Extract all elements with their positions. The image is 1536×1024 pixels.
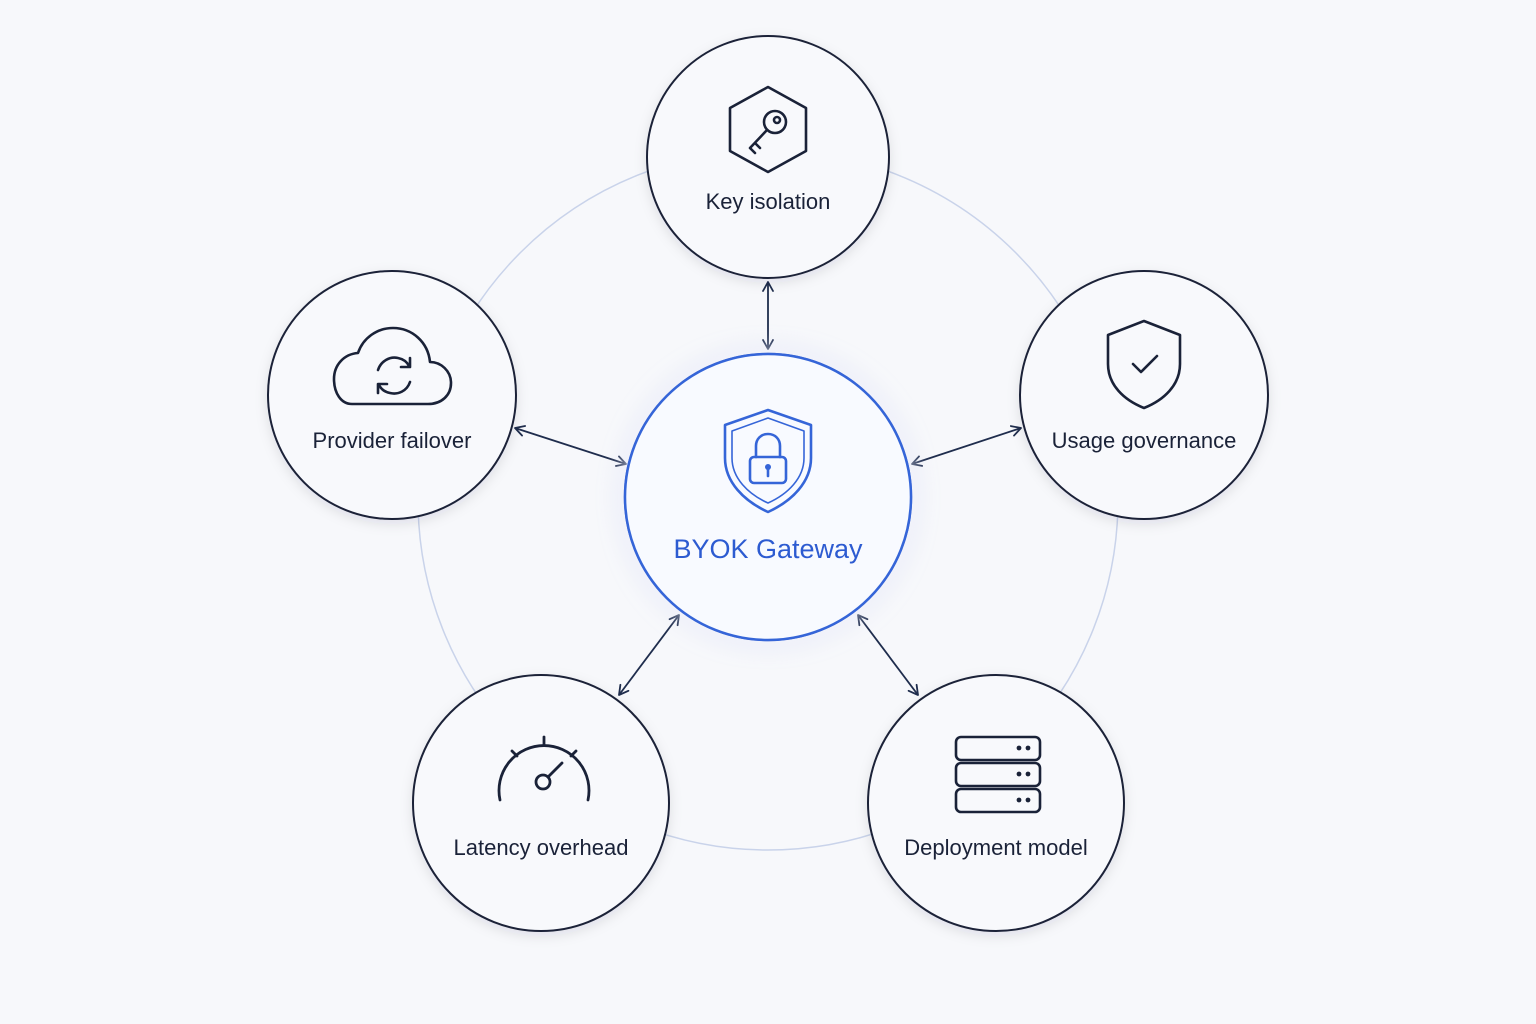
- node-provider-failover-circle: [267, 270, 517, 520]
- node-deployment-model-label: Deployment model: [904, 835, 1087, 860]
- shield-check-icon: [1106, 319, 1182, 410]
- node-latency-overhead-label: Latency overhead: [454, 835, 629, 860]
- connector-latency-overhead: [618, 614, 680, 696]
- node-key-isolation[interactable]: Key isolation: [646, 35, 890, 279]
- node-usage-governance-circle: [1019, 270, 1269, 520]
- node-latency-overhead[interactable]: Latency overhead: [412, 674, 670, 932]
- node-key-isolation-circle: [646, 35, 890, 279]
- shield-lock-icon: [723, 408, 813, 514]
- node-provider-failover[interactable]: Provider failover: [267, 270, 517, 520]
- center-node-label: BYOK Gateway: [673, 534, 863, 564]
- center-node-circle: [623, 352, 913, 642]
- center-node[interactable]: BYOK Gateway: [623, 352, 913, 642]
- connectors: [514, 281, 1022, 696]
- connector-usage-governance: [911, 425, 1022, 467]
- connector-deployment-model: [857, 614, 919, 696]
- node-deployment-model-circle: [867, 674, 1125, 932]
- node-usage-governance[interactable]: Usage governance: [1019, 270, 1269, 520]
- node-key-isolation-label: Key isolation: [706, 189, 831, 214]
- node-latency-overhead-circle: [412, 674, 670, 932]
- node-provider-failover-label: Provider failover: [313, 428, 472, 453]
- server-stack-icon: [954, 735, 1042, 814]
- connector-provider-failover: [514, 425, 627, 467]
- node-usage-governance-label: Usage governance: [1052, 428, 1237, 453]
- node-deployment-model[interactable]: Deployment model: [867, 674, 1125, 932]
- speedometer-icon: [497, 735, 591, 802]
- cloud-sync-icon: [332, 326, 453, 406]
- key-hexagon-icon: [728, 85, 808, 174]
